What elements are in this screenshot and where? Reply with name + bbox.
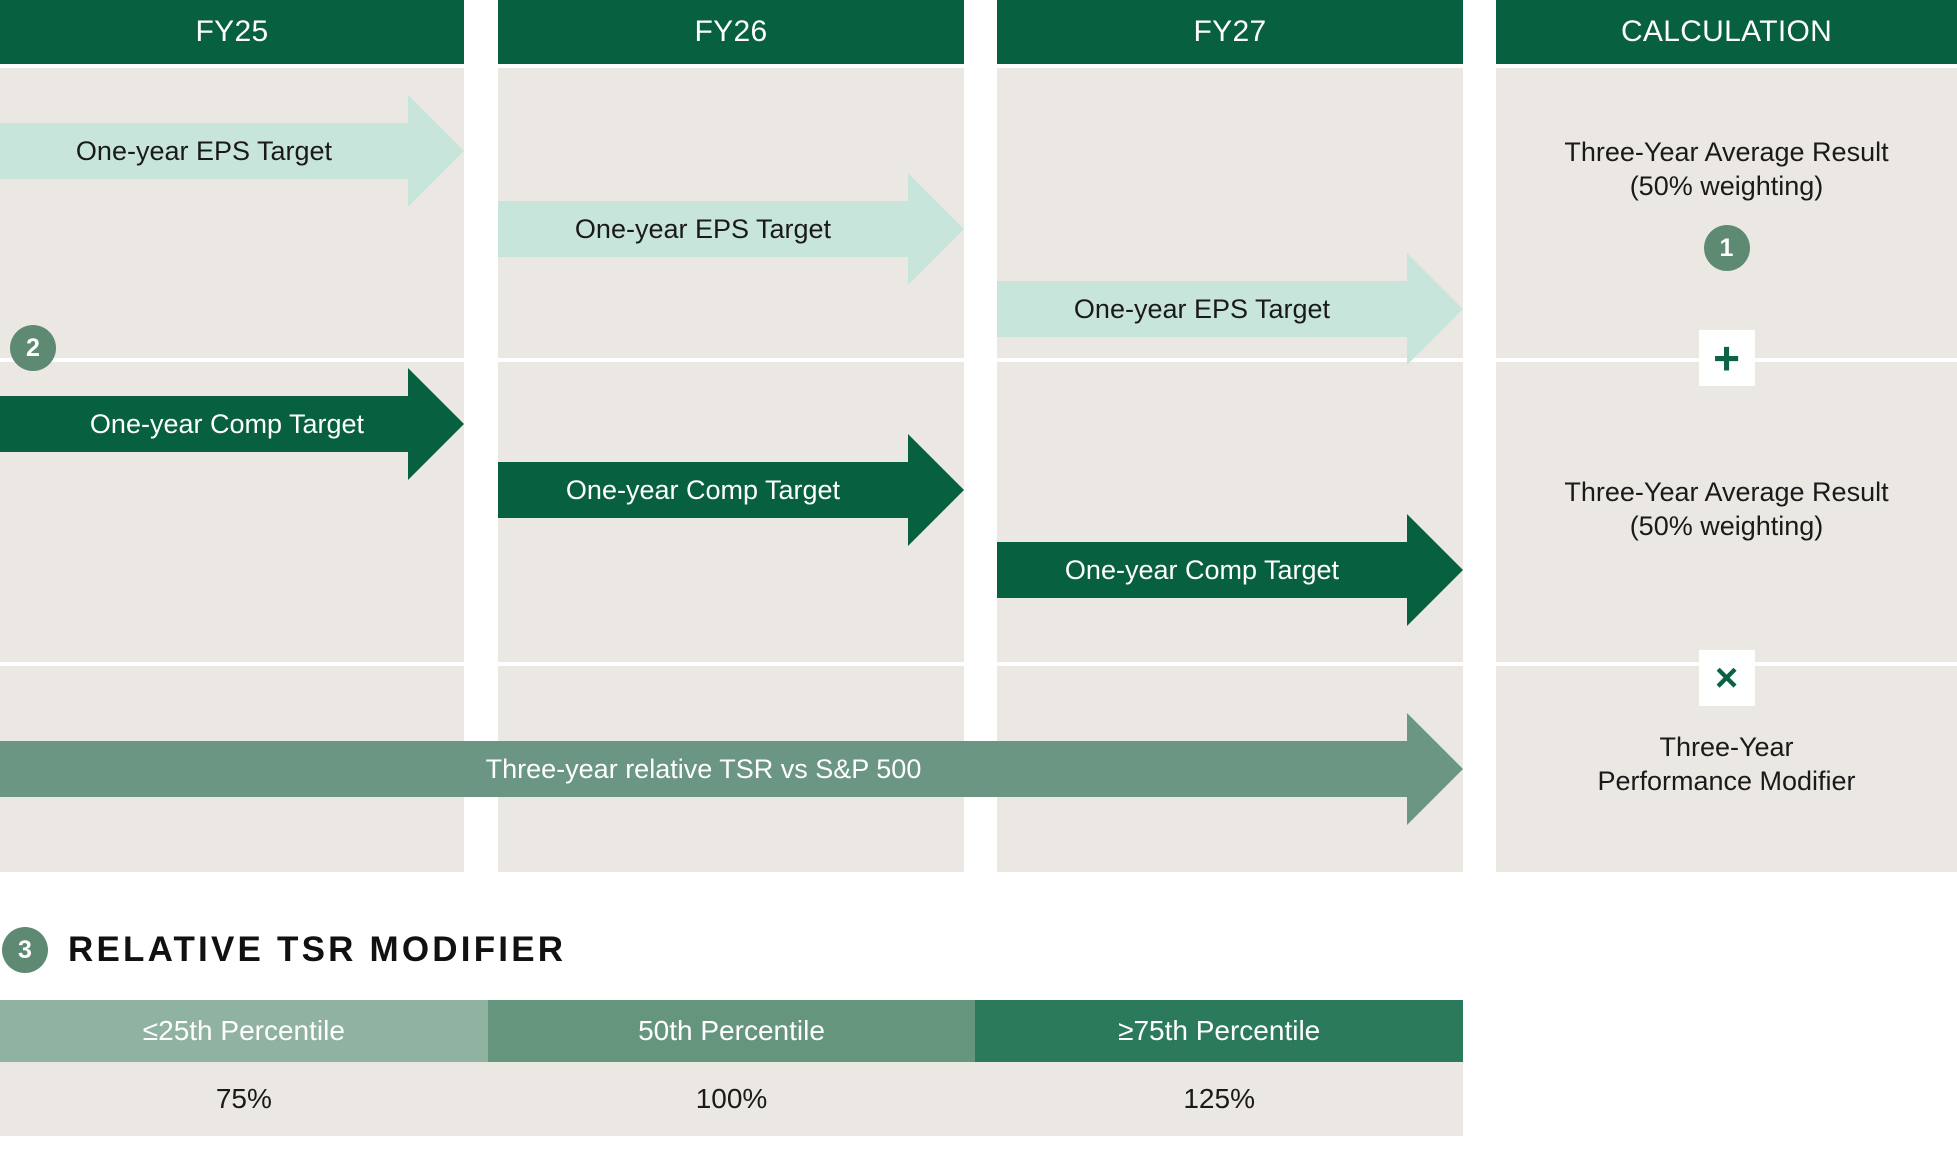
calc-modifier-line1: Three-Year [1659,732,1794,762]
badge-3: 3 [2,927,48,973]
arrow-eps-fy27: One-year EPS Target [997,68,1463,365]
arrow-tsr-three-year: Three-year relative TSR vs S&P 500 [0,666,1463,872]
arrow-head [408,95,464,207]
arrow-comp-fy26: One-year Comp Target [498,362,964,662]
cell-fy25-eps [0,68,464,358]
cell-calc-eps [1496,68,1957,358]
tsr-table-header-row: ≤25th Percentile 50th Percentile ≥75th P… [0,1000,1464,1062]
arrow-label-eps-fy25: One-year EPS Target [75,135,333,166]
arrow-head [1407,514,1463,626]
arrow-head [408,368,464,480]
tsr-header-cell-2: ≥75th Percentile [975,1000,1464,1062]
tsr-modifier-title: RELATIVE TSR MODIFIER [68,930,567,969]
arrow-head [1407,253,1463,365]
arrow-shaft [997,542,1407,598]
tsr-header-cell-0: ≤25th Percentile [0,1000,488,1062]
cell-fy27-comp [997,362,1463,662]
column-header-fy26: FY26 [498,0,964,64]
column-calculation: CALCULATION Three-Year Average Result (5… [1496,0,1957,872]
calc-comp-result-line2: (50% weighting) [1629,511,1824,542]
calc-eps-result-text: Three-Year Average Result (50% weighting… [1496,135,1957,204]
arrow-label-comp-fy25: One-year Comp Target [89,408,365,439]
tsr-value-cell-2: 125% [1183,1083,1255,1114]
plus-operator-icon: + [1698,330,1755,386]
arrow-eps-fy25: One-year EPS Target [0,68,464,358]
tsr-header-cell-1: 50th Percentile [487,1000,976,1062]
arrow-shaft [498,462,908,518]
arrow-label-eps-fy27: One-year EPS Target [1073,293,1331,324]
arrow-label-comp-fy26: One-year Comp Target [565,474,841,505]
performance-plan-grid: FY25 FY26 FY27 CALCULATION Three-Year Av… [0,0,1957,872]
cell-calc-comp [1496,362,1957,662]
column-header-fy25: FY25 [0,0,464,64]
tsr-modifier-title-row: 3 RELATIVE TSR MODIFIER [0,920,1957,980]
tsr-table-value-row: 75% 100% 125% [0,1062,1463,1136]
arrow-label-comp-fy27: One-year Comp Target [1064,554,1340,585]
tsr-value-cell-0: 75% [215,1083,272,1114]
arrow-head [908,173,964,285]
arrow-comp-fy27: One-year Comp Target [997,362,1463,662]
tsr-value-cell-1: 100% [695,1083,768,1114]
tsr-modifier-section: 3 RELATIVE TSR MODIFIER ≤25th Percentile… [0,920,1957,1136]
calc-modifier-line2: Performance Modifier [1597,766,1856,797]
arrow-comp-fy25: One-year Comp Target [0,362,464,662]
tsr-modifier-table: ≤25th Percentile 50th Percentile ≥75th P… [0,1000,1464,1136]
badge-2: 2 [10,325,56,371]
arrow-head [1407,713,1463,825]
calc-eps-result-line2: (50% weighting) [1629,171,1824,202]
arrow-label-tsr: Three-year relative TSR vs S&P 500 [485,753,922,784]
column-header-calculation: CALCULATION [1496,0,1957,64]
arrow-eps-fy26: One-year EPS Target [498,68,964,358]
arrow-shaft [997,281,1407,337]
arrow-shaft [498,201,908,257]
badge-1: 1 [1703,225,1750,271]
arrow-label-eps-fy26: One-year EPS Target [574,213,832,244]
arrow-head [908,434,964,546]
column-header-fy27: FY27 [997,0,1463,64]
arrow-shaft [0,396,408,452]
calc-comp-result-text: Three-Year Average Result (50% weighting… [1496,475,1957,544]
calc-comp-result-line1: Three-Year Average Result [1564,477,1889,507]
calc-modifier-text: Three-Year Performance Modifier [1496,730,1957,799]
calc-eps-result-line1: Three-Year Average Result [1564,137,1889,167]
arrow-shaft [0,123,408,179]
multiply-operator-icon: × [1698,650,1755,706]
arrow-shaft [0,741,1407,797]
